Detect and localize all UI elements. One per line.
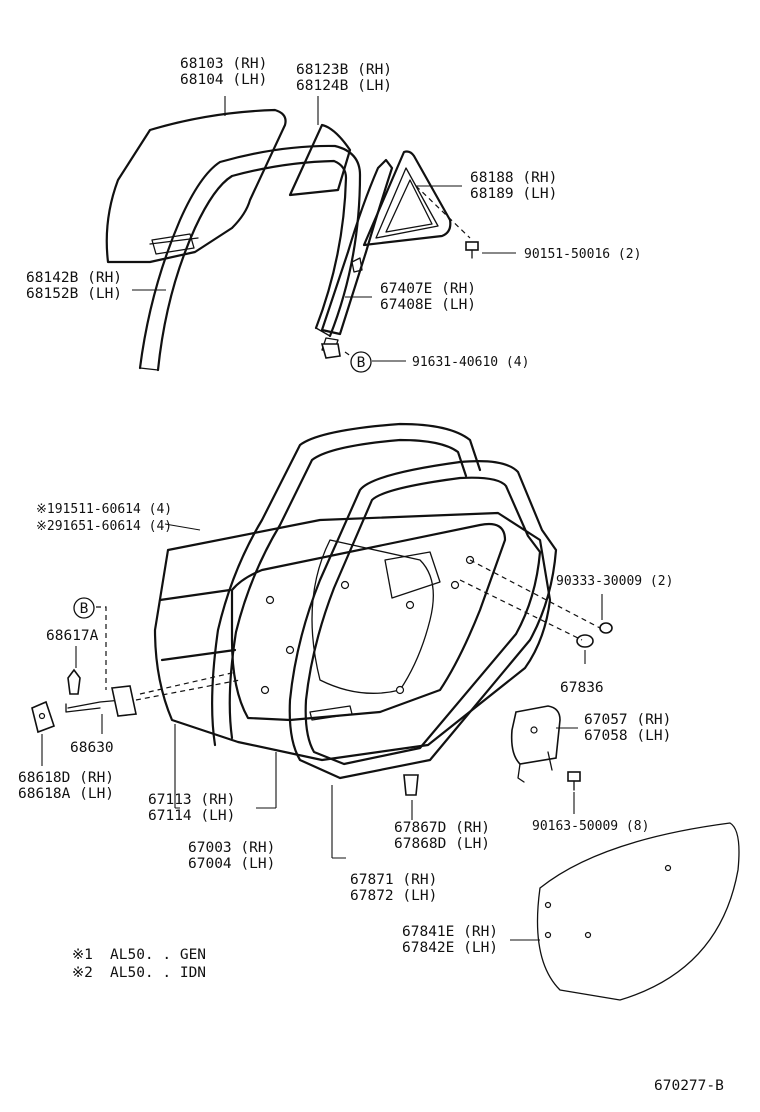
hinge-68618-part bbox=[31, 700, 56, 734]
callout-plug-90333: 90333-30009 (2) bbox=[556, 574, 673, 589]
callout-glass-channel: 68123B (RH) 68124B (LH) bbox=[296, 62, 392, 94]
legend-text-2: AL50. . IDN bbox=[110, 965, 206, 981]
svg-text:67871 (RH): 67871 (RH) bbox=[350, 872, 437, 888]
svg-text:67114 (LH): 67114 (LH) bbox=[148, 808, 235, 824]
check-68630-part bbox=[65, 685, 137, 717]
svg-text:67003 (RH): 67003 (RH) bbox=[188, 840, 275, 856]
callout-check-68630: 68630 bbox=[70, 740, 114, 756]
regulator-67057-part bbox=[510, 705, 561, 783]
svg-text:※291651-60614 (4): ※291651-60614 (4) bbox=[36, 519, 172, 534]
quarter-glass-part bbox=[362, 150, 452, 247]
window-glass-part bbox=[105, 108, 287, 264]
legend-text-1: AL50. . GEN bbox=[110, 947, 206, 963]
door-panel-part bbox=[153, 511, 552, 762]
svg-text:68617A: 68617A bbox=[46, 628, 99, 644]
callout-regulator-67057: 67057 (RH) 67058 (LH) bbox=[584, 712, 671, 744]
hinge-68617-part bbox=[67, 668, 81, 695]
svg-text:68104 (LH): 68104 (LH) bbox=[180, 72, 267, 88]
screw-90151-part bbox=[465, 241, 479, 259]
callout-screw-90151: 90151-50016 (2) bbox=[524, 247, 641, 262]
figure-code: 670277-B bbox=[654, 1078, 724, 1094]
legend-symbol-1: ※1 bbox=[72, 947, 93, 963]
svg-text:68630: 68630 bbox=[70, 740, 114, 756]
svg-text:91631-40610 (4): 91631-40610 (4) bbox=[412, 355, 529, 370]
svg-text:90163-50009 (8): 90163-50009 (8) bbox=[532, 819, 649, 834]
svg-text:67407E (RH): 67407E (RH) bbox=[380, 281, 476, 297]
callout-bolt-91631: 91631-40610 (4) bbox=[412, 355, 529, 370]
legend-symbol-2: ※2 bbox=[72, 965, 93, 981]
weatherstrip-67113-part bbox=[211, 422, 482, 747]
b-marker-lower: B bbox=[73, 597, 95, 619]
legend: ※1 AL50. . GEN ※2 AL50. . IDN bbox=[72, 947, 206, 981]
plug-90333-part bbox=[599, 622, 613, 634]
bolt-90163-part bbox=[567, 771, 581, 791]
svg-text:B: B bbox=[357, 355, 366, 371]
svg-text:67058 (LH): 67058 (LH) bbox=[584, 728, 671, 744]
leader-lines bbox=[41, 96, 603, 941]
svg-text:67842E (LH): 67842E (LH) bbox=[402, 940, 498, 956]
callout-run-channel: 68142B (RH) 68152B (LH) bbox=[26, 270, 122, 302]
glass-channel-part bbox=[288, 123, 352, 197]
svg-text:68103 (RH): 68103 (RH) bbox=[180, 56, 267, 72]
svg-text:90151-50016 (2): 90151-50016 (2) bbox=[524, 247, 641, 262]
svg-text:68123B (RH): 68123B (RH) bbox=[296, 62, 392, 78]
clip-67867-part bbox=[403, 774, 419, 796]
callout-door-panel: 67003 (RH) 67004 (LH) bbox=[188, 840, 275, 872]
b-marker-upper: B bbox=[350, 351, 372, 373]
callout-service-hole-cover: 67841E (RH) 67842E (LH) bbox=[402, 924, 498, 956]
callout-note-screws: ※191511-60614 (4) ※291651-60614 (4) bbox=[36, 502, 172, 534]
svg-text:B: B bbox=[80, 601, 89, 617]
callout-window-glass: 68103 (RH) 68104 (LH) bbox=[180, 56, 267, 88]
svg-text:67408E (LH): 67408E (LH) bbox=[380, 297, 476, 313]
svg-text:67057 (RH): 67057 (RH) bbox=[584, 712, 671, 728]
callout-quarter-glass: 68188 (RH) 68189 (LH) bbox=[470, 170, 557, 202]
service-hole-cover-part bbox=[536, 822, 740, 1001]
svg-text:68152B (LH): 68152B (LH) bbox=[26, 286, 122, 302]
svg-text:90333-30009 (2): 90333-30009 (2) bbox=[556, 574, 673, 589]
callout-hinge-68618: 68618D (RH) 68618A (LH) bbox=[18, 770, 114, 802]
svg-text:67004 (LH): 67004 (LH) bbox=[188, 856, 275, 872]
callout-clip-67867: 67867D (RH) 67868D (LH) bbox=[394, 820, 490, 852]
svg-text:※191511-60614 (4): ※191511-60614 (4) bbox=[36, 502, 172, 517]
svg-text:67867D (RH): 67867D (RH) bbox=[394, 820, 490, 836]
callout-weatherstrip-67871: 67871 (RH) 67872 (LH) bbox=[350, 872, 437, 904]
inner-panel-part bbox=[230, 522, 507, 722]
svg-text:67872 (LH): 67872 (LH) bbox=[350, 888, 437, 904]
svg-text:67868D (LH): 67868D (LH) bbox=[394, 836, 490, 852]
svg-text:68124B (LH): 68124B (LH) bbox=[296, 78, 392, 94]
svg-text:67836: 67836 bbox=[560, 680, 604, 696]
callout-hole-plug-67836: 67836 bbox=[560, 680, 604, 696]
svg-text:68189 (LH): 68189 (LH) bbox=[470, 186, 557, 202]
svg-text:68618A (LH): 68618A (LH) bbox=[18, 786, 114, 802]
callout-division-bar: 67407E (RH) 67408E (LH) bbox=[380, 281, 476, 313]
svg-text:67841E (RH): 67841E (RH) bbox=[402, 924, 498, 940]
callout-hinge-68617: 68617A bbox=[46, 628, 99, 644]
svg-text:68188 (RH): 68188 (RH) bbox=[470, 170, 557, 186]
svg-text:67113 (RH): 67113 (RH) bbox=[148, 792, 235, 808]
svg-text:68142B (RH): 68142B (RH) bbox=[26, 270, 122, 286]
callout-weatherstrip-67113: 67113 (RH) 67114 (LH) bbox=[148, 792, 235, 824]
weatherstrip-67871-part bbox=[288, 460, 558, 780]
division-bar-part bbox=[320, 158, 394, 353]
bolt-91631-part bbox=[320, 343, 341, 359]
svg-text:68618D (RH): 68618D (RH) bbox=[18, 770, 114, 786]
callout-bolt-90163: 90163-50009 (8) bbox=[532, 819, 649, 834]
hole-plug-67836-part bbox=[576, 634, 594, 648]
